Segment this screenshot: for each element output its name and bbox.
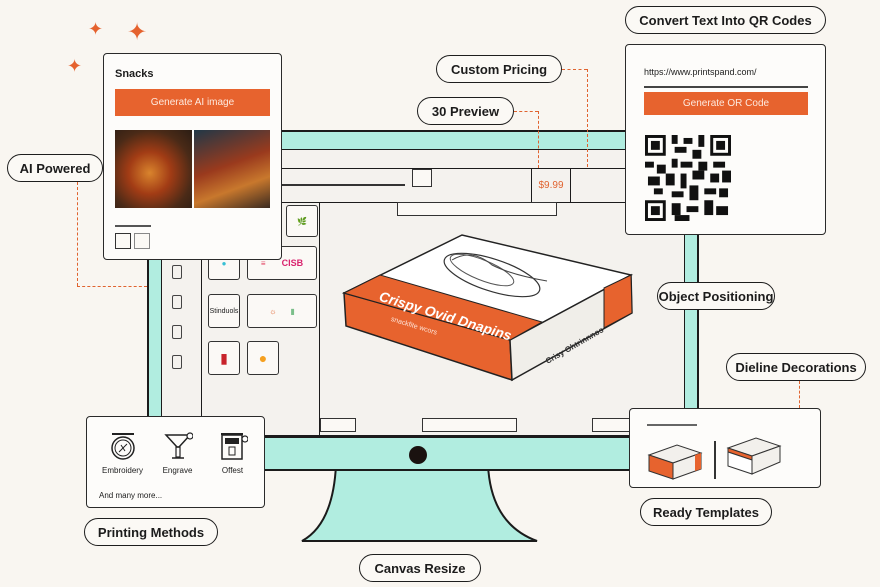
option-square[interactable] bbox=[115, 233, 131, 249]
printing-methods-panel: Embroidery Engrave Offest And many more.… bbox=[86, 416, 265, 508]
embroidery-hoop-icon bbox=[110, 433, 135, 460]
connector bbox=[587, 69, 588, 167]
canvas-control[interactable] bbox=[320, 418, 356, 432]
method-embroidery[interactable]: Embroidery bbox=[95, 431, 150, 475]
method-label: Embroidery bbox=[102, 466, 143, 475]
connector bbox=[538, 111, 539, 168]
ai-image-panel: Snacks Generate AI image bbox=[103, 53, 282, 260]
asset-tile-popsicle[interactable]: ▮ bbox=[208, 341, 240, 375]
method-offset[interactable]: Offest bbox=[205, 431, 260, 475]
shape-icon[interactable] bbox=[172, 265, 182, 279]
canvas-control[interactable] bbox=[592, 418, 632, 432]
asset-panel: 🌿 ● ≡CISB Stinduols ☼▮ ▮ ● bbox=[202, 203, 320, 435]
feature-label-ai-powered: AI Powered bbox=[7, 154, 103, 182]
canvas-title-bar[interactable] bbox=[397, 202, 557, 216]
connector bbox=[562, 69, 587, 70]
feature-label-custom-pricing: Custom Pricing bbox=[436, 55, 562, 83]
canvas-control[interactable] bbox=[422, 418, 517, 432]
method-engrave[interactable]: Engrave bbox=[150, 431, 205, 475]
sparkle-icon: ✦ bbox=[67, 56, 83, 76]
divider bbox=[115, 225, 151, 227]
packaging-box-3d[interactable] bbox=[342, 230, 642, 420]
connector bbox=[77, 182, 78, 286]
feature-label-dieline-decorations: Dieline Decorations bbox=[726, 353, 866, 381]
asset-tile-sketch[interactable]: 🌿 bbox=[286, 205, 318, 237]
qr-code-image bbox=[645, 135, 731, 221]
monitor-stand bbox=[301, 465, 538, 542]
method-label: Engrave bbox=[162, 466, 193, 475]
text-icon[interactable] bbox=[172, 295, 182, 309]
generated-image-1[interactable] bbox=[115, 130, 192, 208]
offset-press-icon bbox=[220, 433, 249, 460]
url-input-underline bbox=[644, 86, 808, 88]
option-square[interactable] bbox=[134, 233, 150, 249]
toolbar-placeholder bbox=[275, 184, 405, 186]
feature-label-canvas-resize: Canvas Resize bbox=[359, 554, 481, 582]
image-icon[interactable] bbox=[172, 325, 182, 339]
connector bbox=[77, 286, 147, 287]
connector bbox=[514, 111, 538, 112]
feature-label-ready-templates: Ready Templates bbox=[640, 498, 772, 526]
qr-code-panel: https://www.printspand.com/ Generate OR … bbox=[625, 44, 826, 235]
icon-rail bbox=[162, 203, 202, 435]
connector bbox=[799, 381, 800, 408]
feature-label-printing-methods: Printing Methods bbox=[84, 518, 218, 546]
template-box-orange[interactable] bbox=[647, 441, 703, 481]
price-field[interactable]: $9.99 bbox=[531, 168, 571, 203]
engrave-glass-icon bbox=[163, 432, 194, 459]
generate-qr-button[interactable]: Generate OR Code bbox=[644, 92, 808, 115]
method-label: Offest bbox=[221, 466, 244, 475]
url-input[interactable]: https://www.printspand.com/ bbox=[644, 67, 757, 77]
generated-image-2[interactable] bbox=[194, 130, 270, 208]
generate-ai-image-button[interactable]: Generate AI image bbox=[115, 89, 270, 116]
sparkle-icon: ✦ bbox=[127, 19, 148, 46]
asset-tile-text[interactable]: Stinduols bbox=[208, 294, 240, 328]
templates-panel bbox=[629, 408, 821, 488]
power-button[interactable] bbox=[409, 446, 427, 464]
divider bbox=[647, 424, 697, 426]
feature-label-object-positioning: Object Positioning bbox=[657, 282, 775, 310]
3d-preview-button[interactable] bbox=[412, 169, 432, 187]
separator bbox=[714, 441, 716, 479]
feature-label-qr-codes: Convert Text Into QR Codes bbox=[625, 6, 826, 34]
more-methods-text: And many more... bbox=[99, 491, 163, 500]
sparkle-icon: ✦ bbox=[88, 19, 104, 39]
template-box-white[interactable] bbox=[726, 434, 782, 478]
panel-title: Snacks bbox=[115, 68, 154, 80]
layout-icon[interactable] bbox=[172, 355, 182, 369]
feature-label-3d-preview: 30 Preview bbox=[417, 97, 514, 125]
asset-tile-sun[interactable]: ● bbox=[247, 341, 279, 375]
asset-tile-illustrations[interactable]: ☼▮ bbox=[247, 294, 317, 328]
